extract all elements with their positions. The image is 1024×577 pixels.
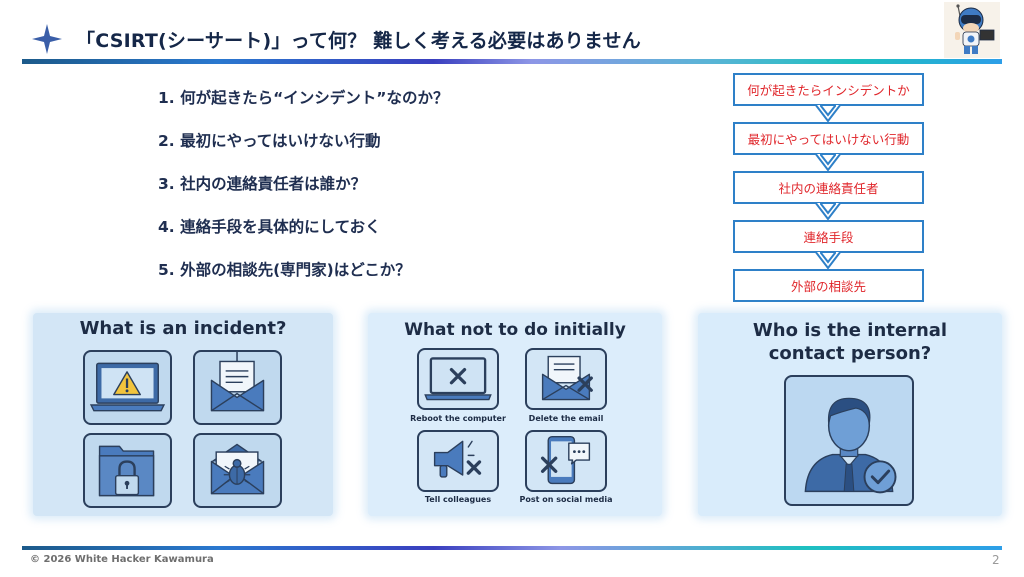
icon-label: Reboot the computer [410, 414, 506, 423]
flow-step: 社内の連絡責任者 [733, 171, 924, 204]
card-title: What is an incident? [79, 318, 287, 339]
four-point-star-icon [32, 24, 62, 54]
footer-divider [22, 546, 1002, 550]
email-x-icon [525, 348, 607, 410]
robot-mascot-icon [944, 2, 1000, 58]
laptop-x-icon [417, 348, 499, 410]
contact-person-card: Who is the internal contact person? [698, 313, 1002, 516]
flow-step: 何が起きたらインシデントか [733, 73, 924, 106]
incident-card: What is an incident? [33, 313, 333, 516]
page-number: 2 [992, 553, 1000, 567]
copyright: © 2026 White Hacker Kawamura [30, 554, 214, 565]
down-arrow-icon [733, 104, 924, 122]
header-divider [22, 59, 1002, 64]
person-check-icon [784, 375, 914, 506]
icon-label: Delete the email [528, 414, 604, 423]
topic-list: 1. 何が起きたら“インシデント”なのか？ 2. 最初にやってはいけない行動 3… [158, 86, 448, 301]
list-item: 4. 連絡手段を具体的にしておく [158, 218, 381, 236]
flow-step: 外部の相談先 [733, 269, 924, 302]
not-to-do-card: What not to do initially Reboot the comp… [368, 313, 662, 516]
slide-title: 「CSIRT(シーサート)」って何？ 難しく考える必要はありません [76, 30, 641, 52]
locked-folder-icon [83, 433, 172, 508]
laptop-warning-icon [83, 350, 172, 425]
down-arrow-icon [733, 202, 924, 220]
phishing-email-icon [193, 350, 282, 425]
list-item: 1. 何が起きたら“インシデント”なのか？ [158, 89, 449, 107]
flow-step: 連絡手段 [733, 220, 924, 253]
list-item: 5. 外部の相談先(専門家)はどこか？ [158, 261, 411, 279]
megaphone-x-icon [417, 430, 499, 492]
list-item: 3. 社内の連絡責任者は誰か？ [158, 175, 367, 193]
flow-step: 最初にやってはいけない行動 [733, 122, 924, 155]
down-arrow-icon [733, 251, 924, 269]
malware-email-icon [193, 433, 282, 508]
card-title: What not to do initially [404, 320, 626, 340]
card-title-line2: contact person? [768, 343, 932, 364]
list-item: 2. 最初にやってはいけない行動 [158, 132, 381, 150]
down-arrow-icon [733, 153, 924, 171]
flowchart: 何が起きたらインシデントか 最初にやってはいけない行動 社内の連絡責任者 連絡手… [733, 73, 924, 302]
icon-label: Tell colleagues [424, 495, 492, 504]
phone-chat-x-icon [525, 430, 607, 492]
card-title-line1: Who is the internal [752, 320, 948, 341]
slide-header: 「CSIRT(シーサート)」って何？ 難しく考える必要はありません [0, 0, 1024, 66]
icon-label: Post on social media [519, 495, 613, 504]
